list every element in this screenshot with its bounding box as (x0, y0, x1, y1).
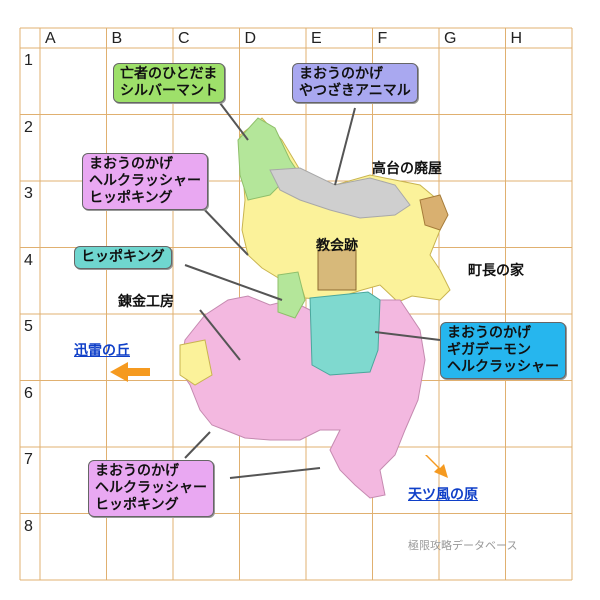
exit-arrow-southeast (425, 455, 448, 478)
place-mayor-house: 町長の家 (468, 263, 524, 279)
label-line: シルバーマント (120, 83, 218, 99)
zone-gray-ridge (269, 167, 411, 219)
grid-column-label: G (444, 30, 457, 47)
encounter-label-cyan: まおうのかげ ギガデーモン ヘルクラッシャー (440, 322, 566, 379)
grid-column-label: C (178, 30, 190, 47)
grid-row-label: 7 (24, 451, 33, 468)
grid-row-label: 1 (24, 52, 33, 69)
grid-row-label: 8 (24, 517, 33, 535)
zone-church-building (317, 249, 357, 291)
zone-west-green-pocket (277, 271, 306, 319)
arrow-green-to-hill (219, 102, 249, 141)
grid-column-label: A (45, 30, 56, 47)
grid-column-label: D (244, 30, 257, 47)
arrow-alchemy (199, 309, 241, 361)
arrow-pink-bottom-a (184, 431, 211, 459)
label-line: ヒッポキング (81, 249, 165, 265)
arrow-pink-bottom-b (229, 467, 321, 479)
label-line: やつざきアニマル (299, 83, 411, 99)
pointer-arrows (110, 102, 448, 479)
label-line: まおうのかげ (95, 463, 179, 479)
grid-row-label: 5 (24, 318, 33, 335)
encounter-label-teal: ヒッポキング (74, 246, 172, 269)
arrow-pink-to-west (199, 204, 249, 256)
grid-column-label: E (311, 30, 322, 47)
map-zones (179, 117, 451, 499)
label-line: ヘルクラッシャー (447, 359, 559, 375)
place-church-ruin: 教会跡 (316, 238, 358, 254)
label-line: まおうのかげ (447, 325, 531, 341)
zone-hilltop-ruin (419, 194, 449, 231)
zone-south-pink (179, 295, 426, 499)
encounter-label-blue: まおうのかげ やつざきアニマル (292, 63, 418, 103)
encounter-label-green: 亡者のひとだま シルバーマント (113, 63, 225, 103)
grid-row-label: 2 (24, 118, 33, 136)
exit-arrow-west (110, 362, 150, 382)
place-hilltop-ruin: 高台の廃屋 (372, 161, 442, 177)
zone-central-teal (309, 291, 381, 376)
arrow-cyan-to-teal (374, 331, 441, 341)
label-line: 亡者のひとだま (120, 66, 218, 82)
zone-west-yellow (179, 339, 213, 386)
label-line: ヘルクラッシャー (95, 480, 207, 496)
label-line: ヒッポキング (95, 497, 179, 513)
encounter-label-pink-top: まおうのかげ ヘルクラッシャー ヒッポキング (82, 153, 208, 210)
label-line: ギガデーモン (447, 342, 531, 358)
grid-row-label: 6 (24, 384, 33, 402)
arrow-teal-to-pocket (184, 264, 283, 301)
label-line: まおうのかげ (299, 66, 383, 82)
grid-column-label: H (510, 30, 523, 47)
label-line: まおうのかげ (89, 156, 173, 172)
place-alchemy-workshop: 錬金工房 (118, 294, 174, 310)
arrow-blue-to-ridge (334, 107, 356, 186)
credit-text: 極限攻略データベース (408, 539, 518, 552)
grid-row-label: 4 (24, 251, 33, 269)
label-line: ヘルクラッシャー (89, 173, 201, 189)
grid-column-label: F (377, 30, 388, 47)
exit-link-west[interactable]: 迅雷の丘 (74, 343, 130, 359)
encounter-label-pink-bottom: まおうのかげ ヘルクラッシャー ヒッポキング (88, 460, 214, 517)
grid-column-label: B (111, 30, 123, 47)
grid-row-label: 3 (24, 185, 33, 202)
label-line: ヒッポキング (89, 190, 173, 206)
exit-link-southeast[interactable]: 天ツ風の原 (408, 487, 478, 503)
